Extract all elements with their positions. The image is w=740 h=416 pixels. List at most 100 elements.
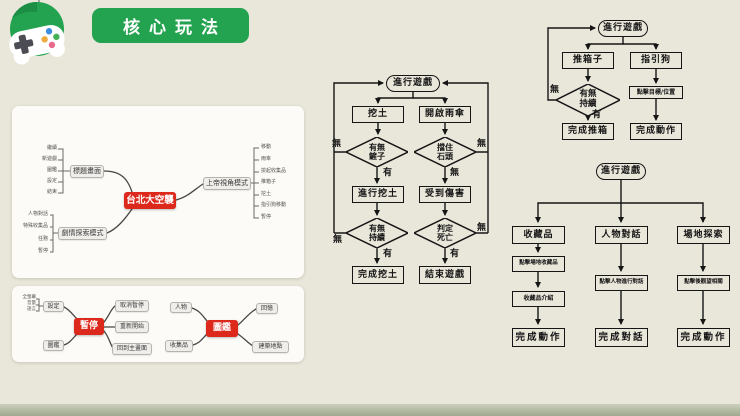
node-gallery-small-label: 圖鑑 — [47, 341, 60, 349]
push-action-label: 推箱子 — [572, 55, 603, 65]
flow-mid-start-label: 進行遊戲 — [392, 78, 433, 88]
node-resume: 取消暫停 — [115, 300, 149, 312]
dig-done-label: 完成挖土 — [357, 269, 398, 280]
flow-mid-umbrella-action: 開啟雨傘 — [419, 106, 471, 123]
flow-br-explore-done: 完成動作 — [677, 328, 730, 347]
flow-mid-start: 進行遊戲 — [386, 75, 440, 92]
story-mode-item: 任務 — [37, 236, 48, 242]
dialog-step1-label: 點擊人物進行對話 — [599, 279, 644, 286]
node-god-view-label: 上帝視角模式 — [206, 179, 248, 187]
mindmap-center-node: 台北大空襲 — [124, 192, 176, 209]
settings-item: 語言 — [27, 307, 36, 312]
flow-tr-start-label: 進行遊戲 — [602, 23, 643, 33]
node-story-mode-label: 劇情探索模式 — [61, 229, 104, 237]
node-buildings-label: 建築地點 — [258, 343, 283, 350]
god-view-item: 指引狗移動 — [261, 202, 287, 208]
flow-br-collect-done: 完成動作 — [512, 328, 565, 347]
explore-step1-label: 點擊後觀望相關 — [684, 279, 723, 286]
flow-tr-dog-done: 完成動作 — [630, 123, 682, 140]
title-screen-item: 圖鑑 — [46, 167, 57, 173]
title-screen-item: 繼續 — [46, 145, 57, 151]
flow-mid-dig-done: 完成挖土 — [352, 266, 404, 284]
settings-item: 全螢幕 — [22, 295, 37, 300]
pause-center-node: 暫停 — [74, 318, 104, 335]
node-restart: 重新開始 — [115, 321, 149, 333]
node-settings-label: 設定 — [47, 302, 60, 310]
story-mode-item: 暫停 — [37, 248, 48, 254]
collect-done-label: 完成動作 — [515, 331, 562, 343]
flow-mid-dig-action2: 進行挖土 — [352, 186, 404, 203]
collect-step1-label: 點擊場地收藏品 — [519, 260, 558, 267]
edge-label-no: 無 — [333, 235, 343, 245]
flow-mid-dig-action: 挖土 — [352, 106, 404, 123]
flow-br-dialog: 人物對話 — [595, 226, 648, 244]
mindmap-center-label: 台北大空襲 — [126, 194, 174, 206]
node-to-main: 回到主畫面 — [112, 343, 152, 355]
click-target-label: 點擊目標/位置 — [636, 88, 676, 96]
node-buildings: 建築地點 — [252, 341, 289, 353]
god-view-item: 推箱子 — [261, 179, 277, 185]
settings-item: 音量 — [27, 301, 36, 306]
edge-label-yes: 有 — [383, 249, 393, 259]
node-resume-label: 取消暫停 — [119, 302, 144, 309]
dog-action-label: 指引狗 — [640, 55, 671, 65]
decision-block-rock-label: 擋住石頭 — [437, 142, 453, 161]
flow-mid-damage: 受到傷害 — [419, 186, 471, 203]
node-collectibles-label: 收集品 — [169, 342, 188, 349]
god-view-item: 雨傘 — [261, 156, 272, 162]
god-view-item: 移動 — [261, 144, 272, 150]
dialog-done-label: 完成對話 — [598, 331, 645, 343]
flow-tr-click-target: 點擊目標/位置 — [629, 86, 683, 99]
decision-continue-push-label: 有無持續 — [579, 89, 597, 109]
flow-br-start-label: 進行遊戲 — [600, 166, 641, 176]
dig-action2-label: 進行挖土 — [357, 189, 398, 199]
node-god-view: 上帝視角模式 — [203, 177, 251, 190]
dialog-label: 人物對話 — [601, 229, 642, 240]
edge-label-no: 無 — [450, 168, 460, 178]
node-story-mode: 劇情探索模式 — [58, 227, 107, 240]
story-mode-item: 人物對話 — [27, 211, 48, 217]
decision-block-rock: 擋住石頭 — [414, 137, 476, 167]
gamepad-icon — [9, 0, 65, 65]
push-done-label: 完成推箱 — [567, 126, 608, 136]
node-to-main-label: 回到主畫面 — [116, 345, 147, 352]
explore-done-label: 完成動作 — [680, 331, 727, 343]
node-memories-label: 回憶 — [260, 304, 273, 312]
node-settings: 設定 — [43, 301, 64, 312]
decision-have-shovel-label: 有無鏟子 — [369, 142, 385, 161]
explore-label: 場地探索 — [683, 229, 724, 240]
flow-br-dialog-done: 完成對話 — [595, 328, 648, 347]
umbrella-action-label: 開啟雨傘 — [424, 109, 465, 119]
edge-label-no: 無 — [550, 85, 560, 95]
flow-br-explore-step1: 點擊後觀望相關 — [677, 275, 730, 291]
god-view-item: 暫停 — [261, 214, 272, 220]
game-over-label: 結束遊戲 — [424, 269, 465, 280]
title-screen-item: 新遊戲 — [41, 156, 57, 162]
node-collectibles: 收集品 — [165, 340, 193, 352]
node-restart-label: 重新開始 — [119, 323, 144, 330]
edge-label-yes: 有 — [383, 168, 393, 178]
node-title-screen-label: 標題畫面 — [73, 167, 101, 175]
edge-label-no: 無 — [332, 139, 342, 149]
pause-center-label: 暫停 — [79, 321, 98, 331]
flow-br-start: 進行遊戲 — [596, 163, 646, 180]
page-title: 核心玩法 — [92, 8, 249, 43]
edge-label-no: 無 — [477, 139, 487, 149]
node-characters: 人物 — [170, 302, 192, 313]
edge-label-yes: 有 — [450, 249, 460, 259]
god-view-item: 撿起收集品 — [261, 168, 287, 174]
flow-br-dialog-step1: 點擊人物進行對話 — [595, 275, 648, 291]
damage-label: 受到傷害 — [424, 189, 465, 199]
node-title-screen: 標題畫面 — [70, 165, 104, 178]
flow-tr-dog: 指引狗 — [630, 52, 682, 69]
gallery-center-label: 圖鑑 — [212, 323, 231, 333]
decision-continue-dig: 有無持續 — [346, 218, 408, 248]
decision-death-label: 判定死亡 — [437, 223, 453, 242]
decision-continue-push: 有無持續 — [556, 84, 620, 116]
collect-step2-label: 收藏品介紹 — [523, 295, 554, 302]
node-gallery-small: 圖鑑 — [43, 340, 64, 351]
page-title-text: 核心玩法 — [123, 18, 227, 38]
node-memories: 回憶 — [256, 303, 278, 314]
flow-br-collect-step1: 點擊場地收藏品 — [512, 256, 565, 272]
